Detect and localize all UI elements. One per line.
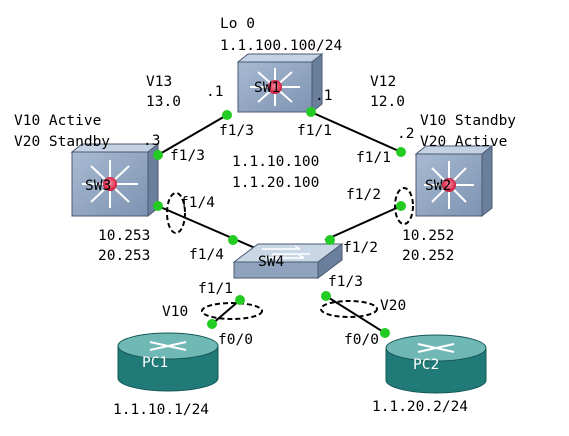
vlan-right-net: 12.0 [370,94,405,110]
sw3-port-up: f1/3 [170,148,205,164]
pc1-addr: 1.1.10.1/24 [113,402,209,418]
link-sw2-sw4 [324,205,402,241]
pc2-port: f0/0 [344,332,379,348]
sw3-role-2: V20 Standby [14,134,110,150]
vlan-left-id: V13 [146,74,172,90]
link-sw1-sw3 [157,114,228,156]
sw1-port-right: f1/1 [297,123,332,139]
dashed-ellipse-sw2-f1-2 [394,187,414,225]
sw1-port-left: f1/3 [219,123,254,139]
sw1-name: SW1 [254,80,280,96]
sw2-addr-1: 10.252 [402,228,454,244]
switch-sw4[interactable] [232,243,344,279]
pc2-name: PC2 [413,357,439,373]
sw2-role-2: V20 Active [420,134,507,150]
switch-sw1[interactable] [236,52,324,114]
router-pc2[interactable] [385,334,487,394]
sw4-port-left: f1/4 [189,247,224,263]
sw4-port-pc2: f1/3 [328,274,363,290]
port-dot-sw3-f1-3 [153,150,163,160]
link-sw1-sw2 [310,111,402,153]
center-net-1: 1.1.10.100 [232,154,319,170]
port-dot-sw1-f1-1 [306,107,316,117]
sw2-port-up: f1/1 [356,150,391,166]
sw4-port-pc1: f1/1 [198,281,233,297]
router-arrows-icon [417,343,455,353]
sw3-port-down: f1/4 [180,195,215,211]
sw2-role-1: V10 Standby [420,113,516,129]
pc1-port: f0/0 [218,332,253,348]
router-pc1[interactable] [117,332,219,392]
port-dot-sw4-f1-4 [228,235,238,245]
vlan-right-id: V12 [370,74,396,90]
pc1-vlan: V10 [162,304,188,320]
pc2-vlan: V20 [380,298,406,314]
port-dot-pc1-f0-0 [207,319,217,329]
sw1-ip-right: .1 [315,88,332,104]
port-dot-sw4-f1-3 [321,291,331,301]
sw1-loopback-addr: 1.1.100.100/24 [220,38,342,54]
sw2-name: SW2 [425,178,451,194]
sw3-addr-2: 20.253 [98,248,150,264]
switch-hub-icon [103,177,117,191]
sw1-loopback-title: Lo 0 [220,16,255,32]
port-dot-sw4-f1-2 [325,235,335,245]
sw2-addr-2: 20.252 [402,248,454,264]
switch-arrows-icon [262,245,310,259]
dashed-ellipse-sw3-f1-4 [166,192,186,234]
switch-hub-icon [268,80,282,94]
dashed-ellipse-v10 [201,302,263,320]
port-dot-pc2-f0-0 [380,328,390,338]
port-dot-sw3-f1-4 [153,201,163,211]
pc2-addr: 1.1.20.2/24 [372,399,468,415]
vlan-left-net: 13.0 [146,94,181,110]
sw3-role-1: V10 Active [14,113,101,129]
switch-sw3[interactable] [70,142,160,218]
sw4-name: SW4 [258,254,284,270]
port-dot-sw2-f1-2 [396,201,406,211]
switch-hub-icon [442,178,456,192]
link-sw3-sw4 [157,205,256,249]
sw3-ip: .3 [143,133,160,149]
switch-sw2[interactable] [414,144,494,218]
port-dot-sw4-f1-1 [235,295,245,305]
pc1-name: PC1 [142,355,168,371]
sw4-port-right: f1/2 [343,240,378,256]
link-sw4-pc2 [325,295,386,334]
sw1-ip-left: .1 [206,84,223,100]
port-dot-sw1-f1-3 [222,110,232,120]
sw3-name: SW3 [85,178,111,194]
sw2-port-down: f1/2 [346,187,381,203]
sw3-addr-1: 10.253 [98,228,150,244]
dashed-ellipse-v20 [320,300,378,318]
router-arrows-icon [149,341,187,351]
center-net-2: 1.1.20.100 [232,175,319,191]
sw2-ip: .2 [397,126,414,142]
port-dot-sw2-f1-1 [396,147,406,157]
